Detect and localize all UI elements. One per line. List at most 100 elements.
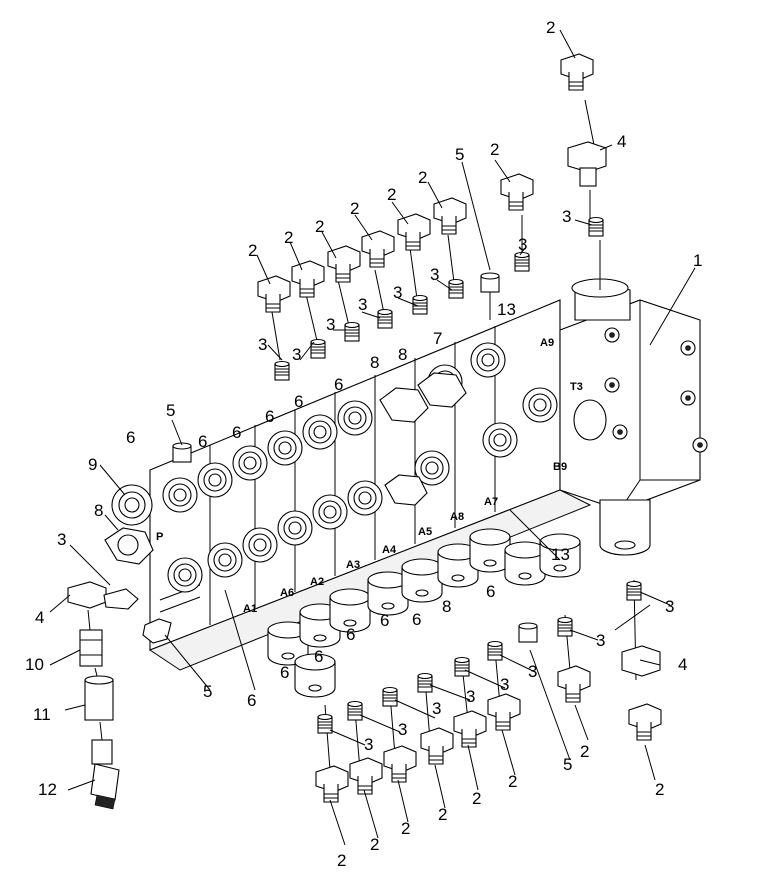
adapter-fitting [317,713,333,734]
adapter-fitting [454,656,470,677]
port-label: A3 [346,559,360,571]
fitting [482,422,518,458]
callout-label: 8 [398,345,407,364]
callout-label: 6 [265,407,274,426]
callout-label: 2 [508,772,517,791]
fitting [167,557,203,593]
left-fittings [104,484,154,565]
callout-label: 4 [35,608,44,627]
adapter-fitting [347,700,363,721]
left-hose-chain [67,581,172,810]
cap [401,558,443,603]
banjo-fitting [628,703,662,741]
callout-label: 5 [563,755,572,774]
callout-label: 12 [38,780,57,799]
callout-label: 3 [500,675,509,694]
plug [518,622,538,643]
fitting [347,480,383,516]
callout-label: 5 [166,401,175,420]
fitting [79,629,103,667]
adapter-fitting [274,360,290,381]
adapter-fitting [344,321,360,342]
plug [480,272,500,293]
banjo-fitting [315,765,349,803]
top-fittings [172,53,607,463]
fitting [162,477,198,513]
callout-label: 11 [33,705,51,724]
adapter-fitting [310,338,326,359]
callout-label: 6 [334,375,343,394]
callout-label: 3 [596,631,605,650]
callout-label: 3 [292,345,301,364]
port-label: A2 [310,576,324,588]
callout-label: 3 [562,207,571,226]
bolt-icon [604,377,620,393]
callout-label: 2 [438,805,447,824]
adapter-fitting [377,308,393,329]
fitting [267,430,303,466]
callout-label: 6 [280,663,289,682]
banjo-fitting [397,213,431,251]
fitting [242,527,278,563]
callout-label: 6 [486,582,495,601]
banjo-fitting [557,665,591,703]
callout-label: 2 [315,217,324,236]
callout-label: 2 [472,789,481,808]
callout-label: 3 [57,530,66,549]
callout-label: 3 [430,265,439,284]
callout-label: 2 [248,241,257,260]
adapter-fitting [557,616,573,637]
callout-label: 6 [198,432,207,451]
fitting [470,342,506,378]
callout-label: 6 [346,625,355,644]
callout-label: 2 [546,18,555,37]
banjo-fitting [383,745,417,783]
port-label: A7 [484,496,498,508]
plug [172,442,192,463]
bolt-icon [680,340,696,356]
callout-label: 3 [393,283,402,302]
callout-label: 8 [442,597,451,616]
callout-label: 3 [258,335,267,354]
callout-label: 2 [387,185,396,204]
banjo-fitting [349,757,383,795]
port-label: A9 [540,337,554,349]
fitting [337,400,373,436]
cap [504,541,546,586]
callout-label: 3 [665,597,674,616]
bolt-icon [612,424,628,440]
callout-label: 3 [358,295,367,314]
callout-label: 2 [370,835,379,854]
callout-label: 3 [528,662,537,681]
callout-numbers: 1 2 4 3 2 5 2 2 2 2 2 2 3 3 3 3 3 3 3 13… [25,18,702,870]
callout-label: 8 [370,353,379,372]
adapter-fitting [417,672,433,693]
callout-label: 2 [655,780,664,799]
callout-label: 6 [314,647,323,666]
bolt-icon [604,327,620,343]
callout-label: 6 [380,611,389,630]
fitting [232,445,268,481]
callout-label: 3 [364,735,373,754]
callout-label: 5 [203,682,212,701]
callout-label: 6 [247,691,256,710]
banjo-fitting [453,710,487,748]
callout-label: 3 [466,687,475,706]
callout-label: 5 [455,145,464,164]
fitting [312,494,348,530]
port-labels: P T3 B9 A9 A1 A2 A3 A4 A5 A6 A7 A8 [156,337,583,615]
callout-label: 6 [232,423,241,442]
port-label: A1 [243,603,257,615]
adapter-fitting [514,251,530,272]
callout-label: 2 [350,199,359,218]
callout-label: 13 [497,300,516,319]
banjo-fitting [500,173,534,211]
banjo-fitting [560,53,594,91]
callout-label: 2 [580,742,589,761]
fitting [302,414,338,450]
hose-end [84,679,114,721]
callout-label: 1 [693,251,702,270]
adapter-fitting [588,216,604,237]
callout-label: 3 [432,699,441,718]
callout-label: 4 [617,132,626,151]
